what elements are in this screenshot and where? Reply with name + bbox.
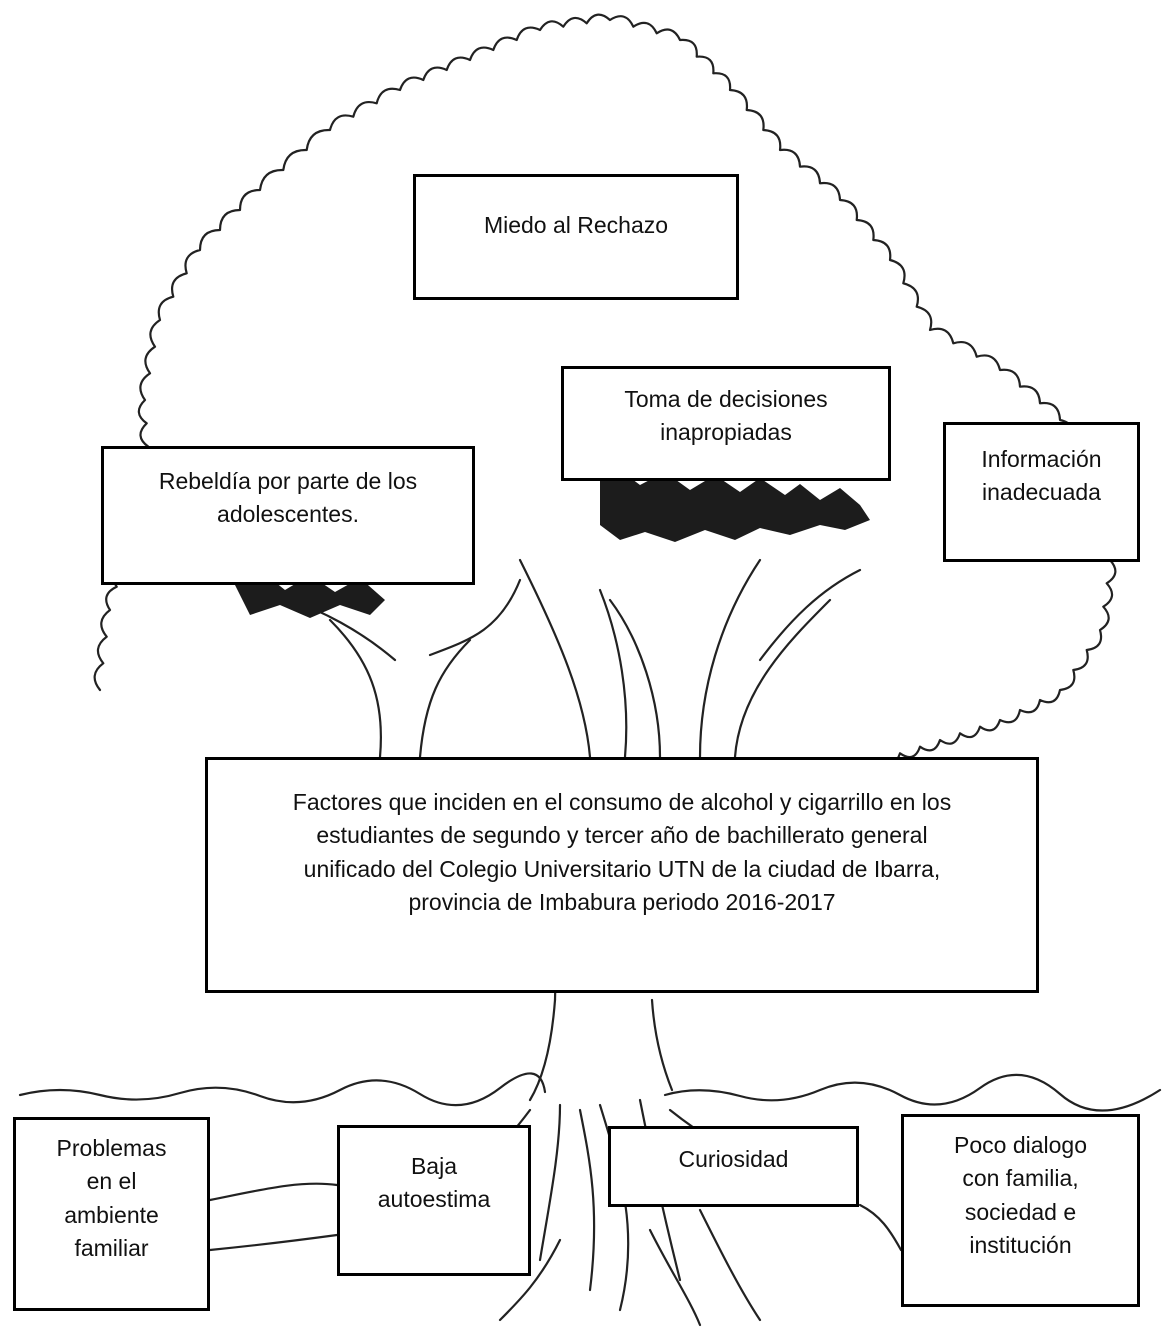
central-problem-text: Factores que inciden en el consumo de al… — [292, 789, 952, 916]
effect-box-miedo-al-rechazo: Miedo al Rechazo — [413, 174, 739, 300]
foliage-dark-1 — [600, 470, 870, 542]
branch-5 — [608, 568, 862, 759]
cause-label: Baja autoestima — [377, 1153, 491, 1213]
branch-1 — [328, 618, 472, 759]
trunk-left-base — [528, 998, 557, 1102]
cause-box-poco-dialogo: Poco dialogo con familia, sociedad e ins… — [901, 1114, 1140, 1307]
effect-label: Información inadecuada — [981, 446, 1102, 506]
cause-label: Curiosidad — [678, 1146, 789, 1172]
trunk-right-edge — [650, 998, 674, 1092]
cause-box-problemas-familiares: Problemas en el ambiente familiar — [13, 1117, 210, 1311]
cause-box-baja-autoestima: Baja autoestima — [337, 1125, 531, 1276]
cause-label: Poco dialogo con familia, sociedad e ins… — [954, 1132, 1087, 1259]
cause-label: Problemas en el ambiente familiar — [56, 1135, 167, 1262]
effect-label: Toma de decisiones inapropiadas — [624, 386, 828, 446]
effect-box-rebeldia: Rebeldía por parte de los adolescentes. — [101, 446, 475, 585]
effect-box-toma-de-decisiones: Toma de decisiones inapropiadas — [561, 366, 891, 481]
effect-label: Rebeldía por parte de los adolescentes. — [158, 468, 418, 528]
effect-label: Miedo al Rechazo — [483, 212, 669, 238]
effect-box-informacion-inadecuada: Información inadecuada — [943, 422, 1140, 562]
central-problem-box: Factores que inciden en el consumo de al… — [205, 757, 1039, 993]
cause-box-curiosidad: Curiosidad — [608, 1126, 859, 1207]
canopy-outline — [93, 13, 1117, 765]
ground-line — [18, 1072, 1162, 1112]
branch-3 — [518, 558, 628, 759]
branch-4 — [698, 558, 832, 759]
